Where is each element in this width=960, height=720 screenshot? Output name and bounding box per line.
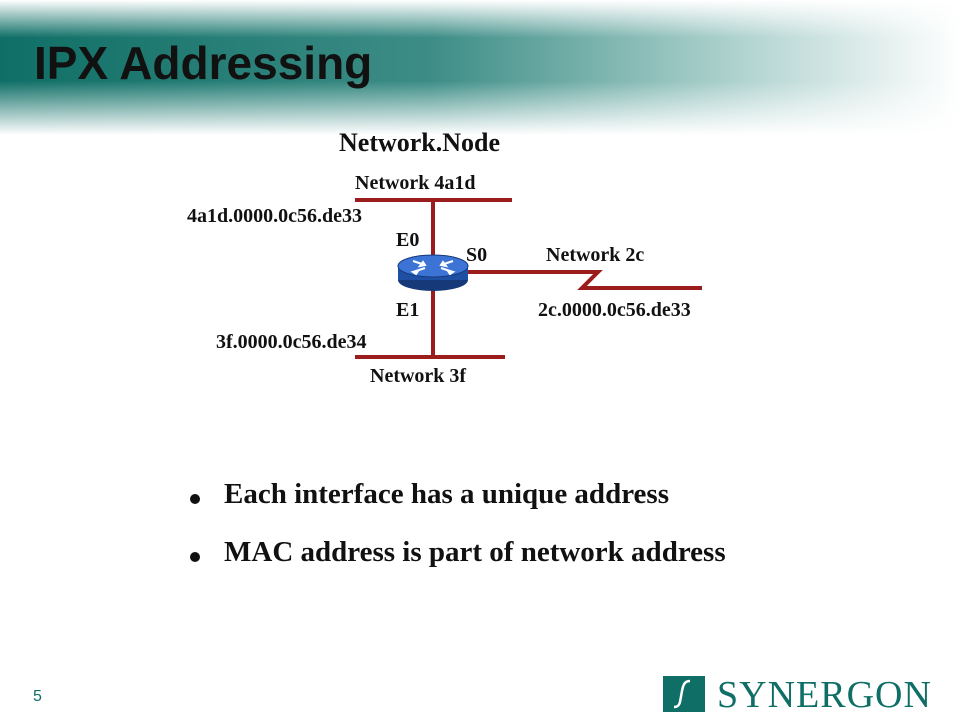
network-bottom-label: Network 3f xyxy=(370,365,467,387)
e1-address-label: 3f.0000.0c56.de34 xyxy=(216,331,367,353)
e1-interface-label: E1 xyxy=(396,299,420,321)
bullet-text: MAC address is part of network address xyxy=(224,536,726,568)
e0-interface-label: E0 xyxy=(396,229,420,251)
page-number: 5 xyxy=(33,688,42,705)
network-right-label: Network 2c xyxy=(546,244,645,266)
logo-text: SYNERGON xyxy=(717,674,932,716)
slide-title: IPX Addressing xyxy=(34,37,373,89)
bullet-text: Each interface has a unique address xyxy=(224,478,669,510)
title-band xyxy=(0,0,960,135)
synergon-logo-icon xyxy=(663,676,705,712)
s0-address-label: 2c.0000.0c56.de33 xyxy=(538,299,691,321)
network-top-label: Network 4a1d xyxy=(355,172,476,194)
router-icon xyxy=(397,254,469,291)
s0-interface-label: S0 xyxy=(466,244,488,266)
bullet-dot-icon xyxy=(190,552,200,562)
diagram-heading: Network.Node xyxy=(339,128,501,157)
bullet-dot-icon xyxy=(190,494,200,504)
e0-address-label: 4a1d.0000.0c56.de33 xyxy=(187,205,362,227)
s0-serial-link xyxy=(460,270,702,290)
